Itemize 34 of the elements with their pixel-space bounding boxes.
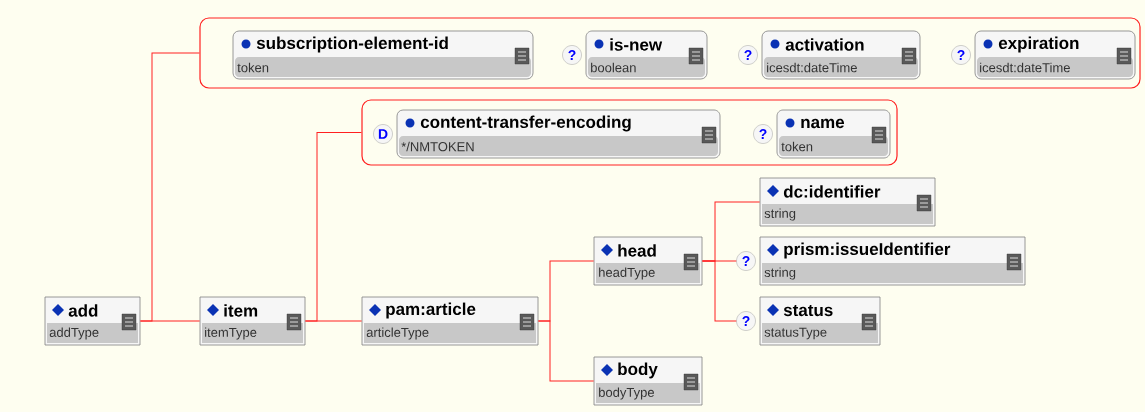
type-label: token [237, 62, 269, 73]
type-label: headType [599, 267, 655, 280]
element-name: status [783, 304, 833, 317]
type-label: addType [49, 327, 99, 340]
element-name: head [618, 244, 656, 257]
type-label: bodyType [599, 387, 654, 400]
type-label: token [781, 141, 813, 152]
type-label: string [764, 267, 796, 280]
type-label: itemType [205, 327, 257, 340]
type-label: articleType [366, 327, 429, 340]
element-name: activation [785, 38, 864, 51]
element-name: prism:issueIdentifier [784, 242, 951, 259]
connector-line [537, 320, 595, 382]
connector-line [304, 320, 363, 322]
element-name: expiration [998, 36, 1079, 53]
group-frame [199, 17, 1141, 89]
type-label: icesdt:dateTime [980, 62, 1070, 73]
element-name: item [224, 304, 258, 317]
type-label: statusType [764, 327, 827, 340]
element-name: subscription-element-id [256, 36, 448, 53]
connector-line [701, 260, 737, 322]
element-name: pam:article [386, 302, 476, 319]
connector-line [139, 320, 201, 322]
type-label: boolean [591, 62, 636, 73]
element-name: is-new [610, 38, 663, 51]
element-name: content-transfer-encoding [420, 115, 631, 132]
type-label: string [764, 208, 796, 221]
type-label: */NMTOKEN [401, 141, 474, 152]
element-name: name [801, 118, 845, 129]
group-frame [361, 99, 898, 166]
element-name: body [618, 362, 658, 379]
type-label: icesdt:dateTime [767, 62, 857, 73]
element-name: add [68, 304, 98, 317]
element-name: dc:identifier [783, 185, 881, 198]
